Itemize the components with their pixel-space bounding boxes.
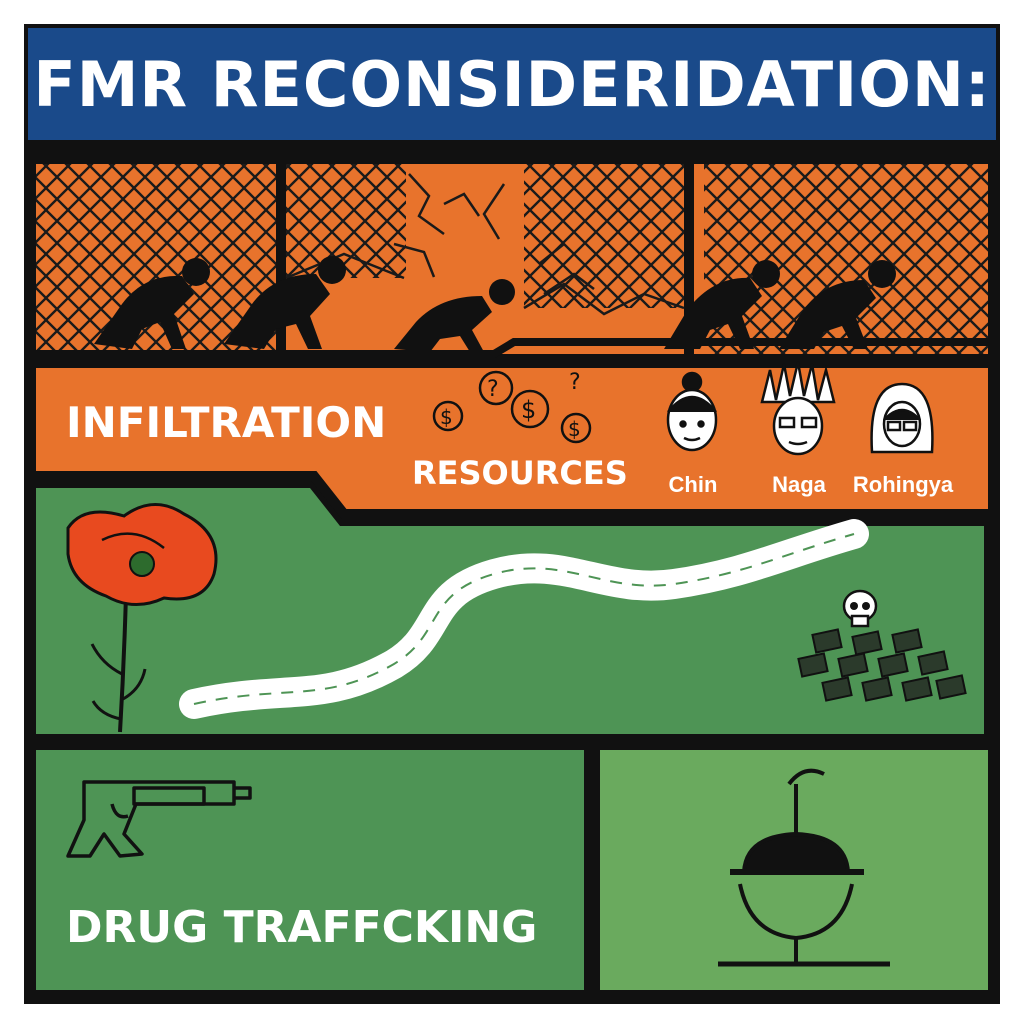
svg-text:$: $ (440, 405, 453, 429)
hooded-face-icon (870, 382, 934, 454)
resources-label: RESOURCES (412, 454, 628, 492)
bottom-left-panel (36, 750, 584, 990)
feather-headdress-face-icon (760, 361, 836, 456)
trafficking-route-section (36, 488, 984, 734)
fence-section (36, 158, 988, 358)
tribe-label-naga: Naga (772, 472, 826, 497)
bun-hair-face-icon (666, 371, 718, 452)
road-icon (179, 519, 869, 719)
fence-icon (36, 158, 988, 358)
tribe-label-chin: Chin (668, 472, 718, 497)
revolver-icon (66, 780, 252, 858)
svg-text:$: $ (521, 396, 536, 424)
pipe-bowl-icon (718, 768, 890, 967)
page-title: FMR RECONSIDERIDATION: (33, 47, 991, 121)
money-question-icon: $ ? $ $ ? (432, 370, 592, 444)
bottom-right-panel (600, 750, 988, 990)
svg-text:?: ? (487, 377, 499, 402)
skull-icon (842, 589, 878, 628)
illustration-panel: $ ? $ $ ? (24, 144, 1000, 1004)
svg-text:?: ? (569, 370, 581, 395)
header-banner: FMR RECONSIDERIDATION: (24, 24, 1000, 144)
tribe-label-rohingya: Rohingya (852, 472, 954, 497)
drug-packet-icon (797, 628, 967, 702)
crawling-person-icon (94, 256, 896, 352)
poppy-icon (66, 503, 218, 733)
drug-trafficking-label: DRUG TRAFFCKING (66, 902, 538, 953)
infiltration-label: INFILTRATION (66, 398, 387, 447)
svg-text:$: $ (568, 417, 581, 441)
orange-banner: $ ? $ $ ? (36, 361, 988, 519)
